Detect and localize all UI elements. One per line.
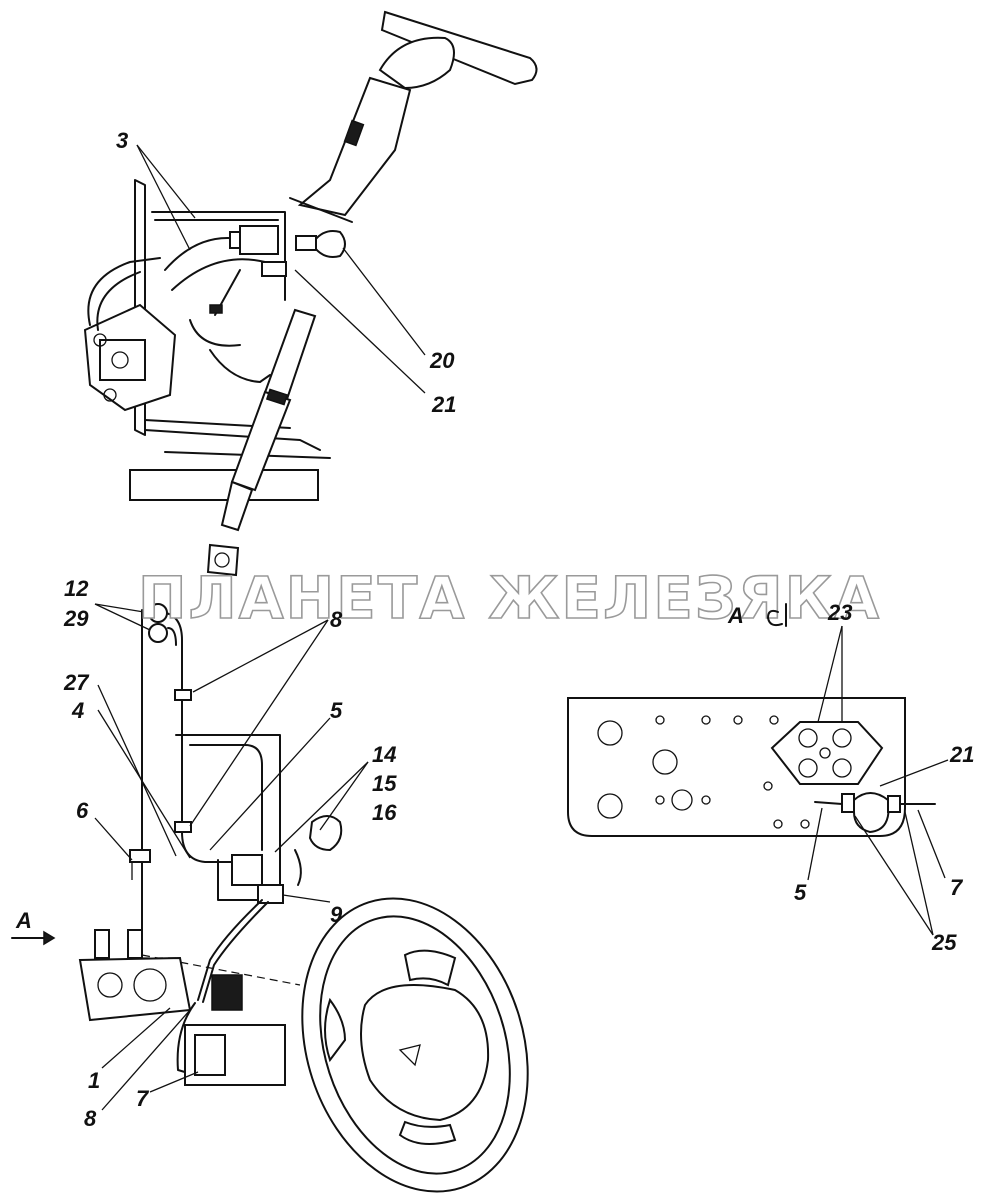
callout-29: 29 [63,606,89,631]
pedal-bracket [83,179,346,501]
callout-25: 25 [931,930,957,955]
callout-16: 16 [372,800,397,825]
callout-7: 7 [136,1086,150,1111]
callout-12: 12 [64,576,89,601]
steering-wheel-lower [301,897,529,1193]
callout-3: 3 [116,128,128,153]
arrow-a-label: А [15,908,32,933]
callout-8-bottom: 8 [84,1106,97,1131]
callout-8-top: 8 [330,607,343,632]
callout-1: 1 [88,1068,100,1093]
callout-20: 20 [429,348,455,373]
callout-27: 27 [63,670,90,695]
callout-6: 6 [76,798,89,823]
callout-14: 14 [372,742,396,767]
callout-15: 15 [372,771,397,796]
callout-21: 21 [431,392,456,417]
callout-5-view: 5 [794,880,807,905]
callout-4: 4 [71,698,84,723]
callout-labels: 3 20 21 12 29 8 27 4 5 14 15 16 6 9 А 1 … [15,128,974,1131]
callout-23: 23 [827,600,852,625]
callout-5: 5 [330,698,343,723]
steering-column-assembly [289,10,538,223]
callout-9: 9 [330,902,343,927]
telescopic-cylinder [206,308,317,577]
view-a-label: А [727,603,744,628]
leader-lines [11,144,949,1111]
watermark-text: ПЛАНЕТА ЖЕЛЕЗЯКА [138,564,881,632]
view-a-panel [567,697,936,837]
brake-line-assembly [78,603,343,1086]
callout-21-view: 21 [949,742,974,767]
callout-7-view: 7 [950,875,964,900]
view-rotation-icon [767,609,783,627]
